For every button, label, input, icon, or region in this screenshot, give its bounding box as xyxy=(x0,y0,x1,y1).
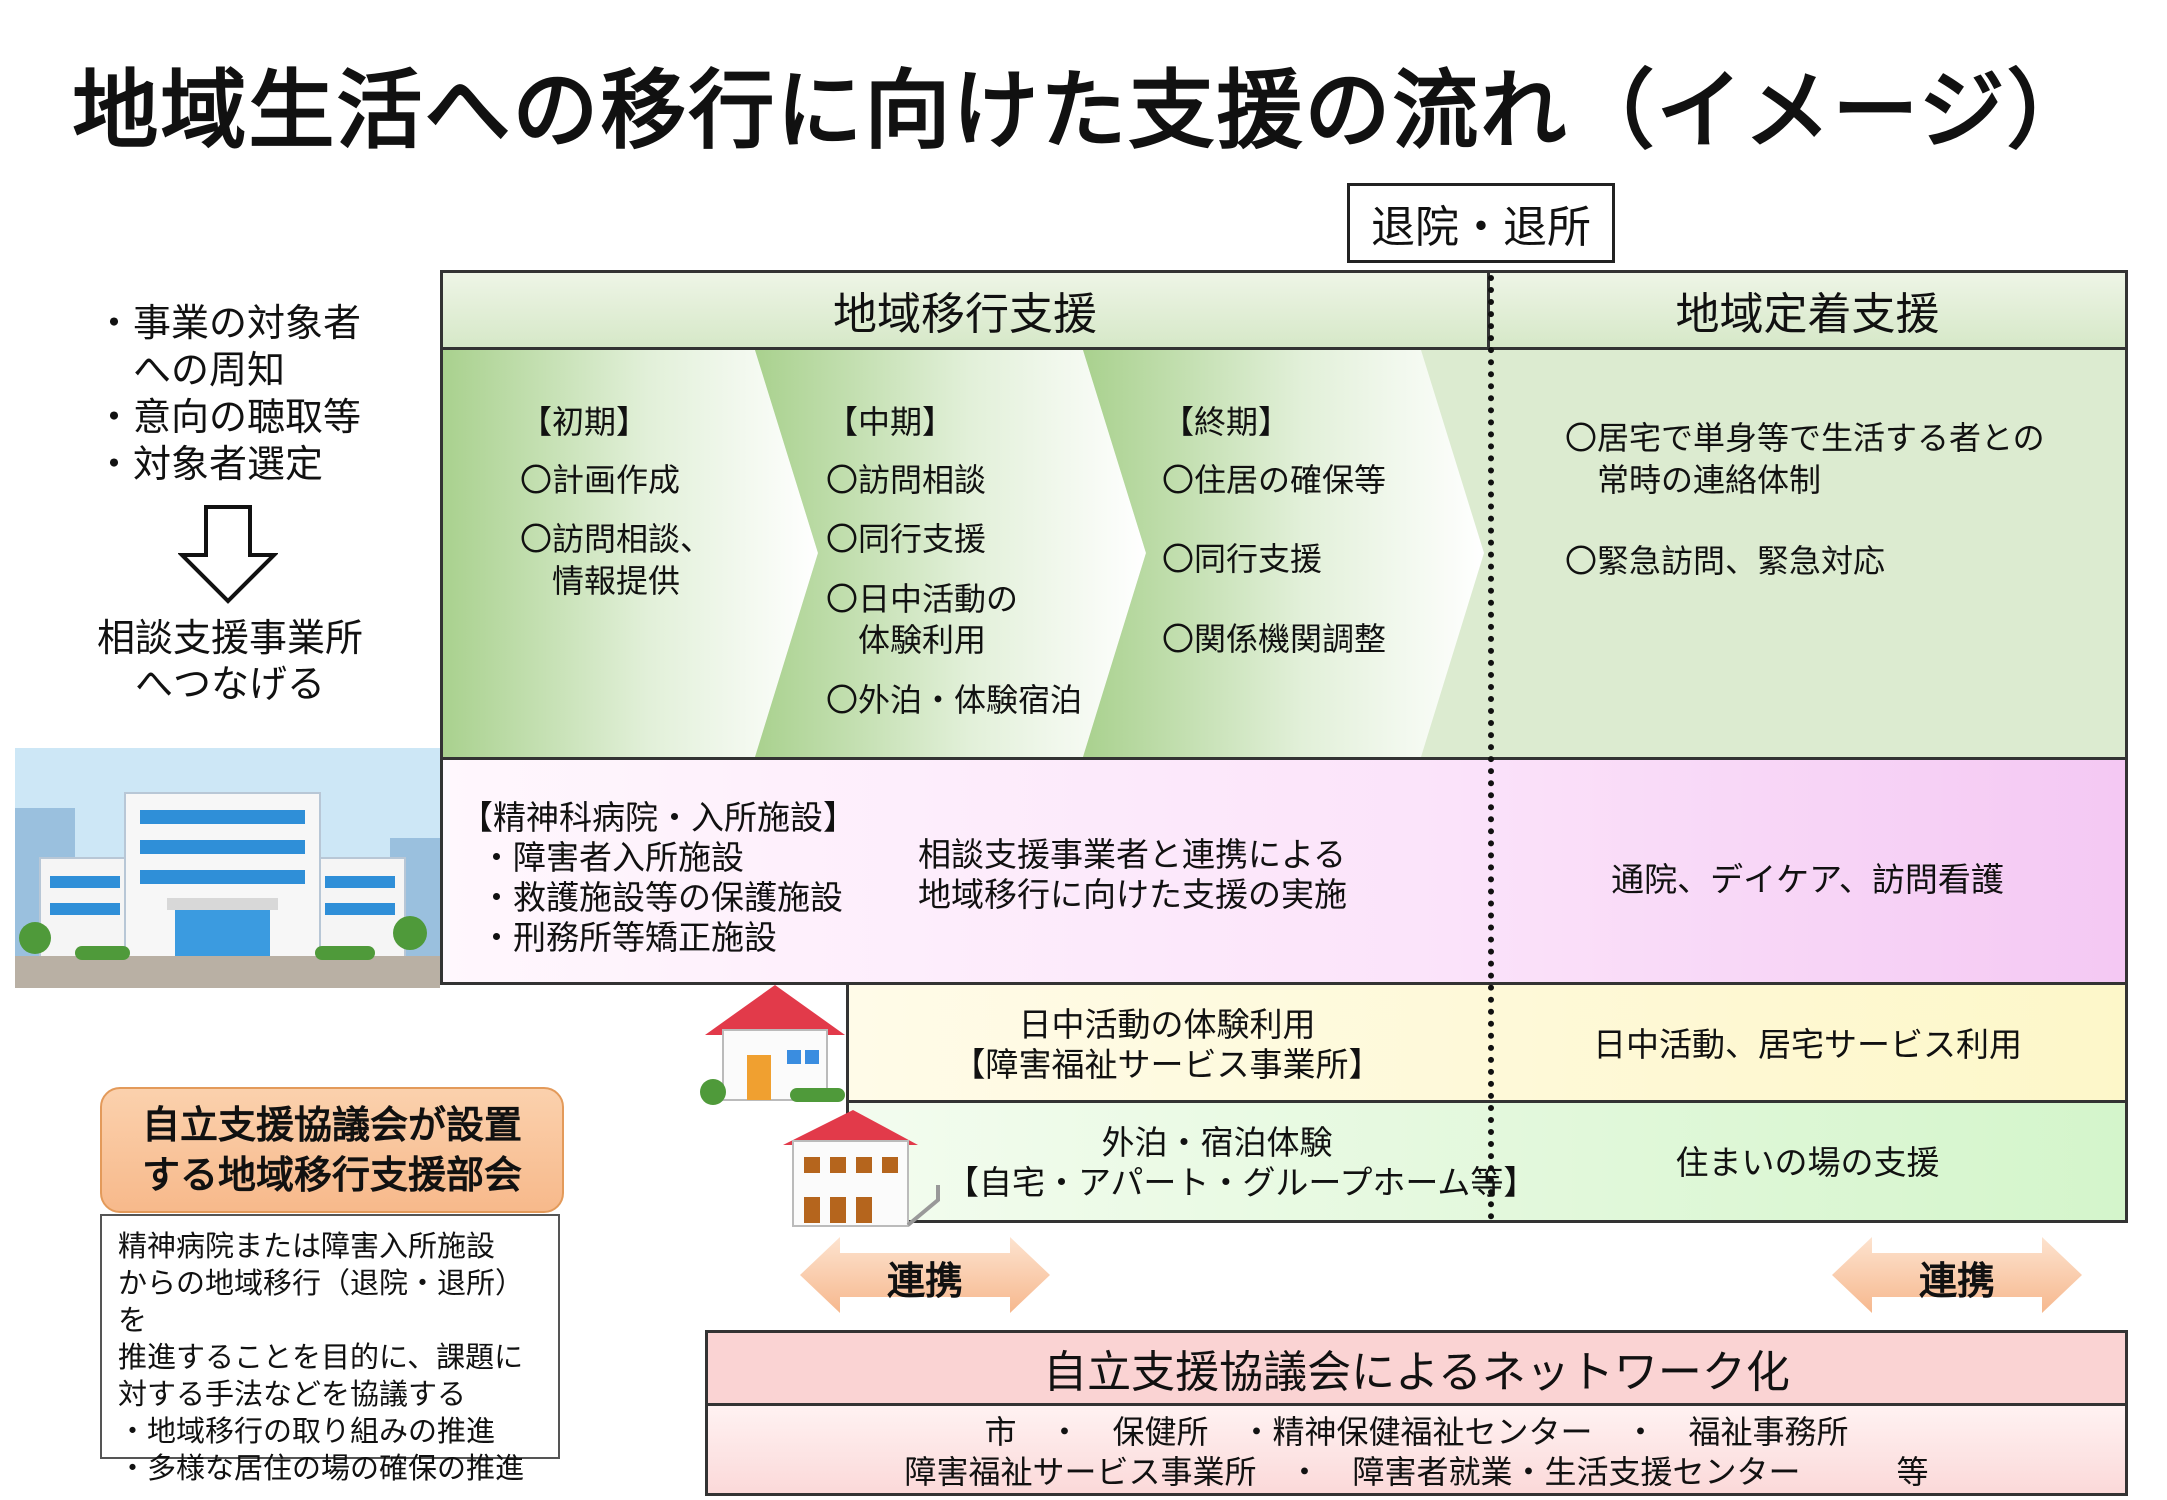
day-activity-text: 日中活動の体験利用 【障害福祉サービス事業所】 xyxy=(952,1005,1382,1084)
description-line: 対する手法などを協議する xyxy=(118,1377,467,1411)
page-title: 地域生活への移行に向けた支援の流れ（イメージ） xyxy=(72,61,2095,161)
description-line: ・多様な居住の場の確保の推進 xyxy=(118,1451,525,1485)
cooperation-label-left: 連携 xyxy=(886,1259,963,1303)
phase-item: 〇外泊・体験宿泊 xyxy=(826,680,1083,719)
network-title: 自立支援協議会によるネットワーク化 xyxy=(705,1330,2128,1406)
subcommittee-description: 精神病院または障害入所施設 からの地域移行（退院・退所）を 推進することを目的に… xyxy=(100,1214,560,1485)
day-activity-row xyxy=(846,985,2128,1103)
settlement-item: 〇居宅で単身等で生活する者との xyxy=(1565,419,2045,457)
settlement-item: 〇緊急訪問、緊急対応 xyxy=(1565,542,1886,581)
facility-item: ・障害者入所施設 xyxy=(480,838,744,877)
apartment-icon xyxy=(783,1110,940,1227)
phase-item: 〇同行支援 xyxy=(826,520,987,559)
phase-item: 〇住居の確保等 xyxy=(1162,460,1387,499)
network-line: 市 ・ 保健所 ・精神保健福祉センター ・ 福祉事務所 xyxy=(984,1413,1849,1451)
description-line: からの地域移行（退院・退所）を xyxy=(118,1266,525,1337)
network-line: 障害福祉サービス事業所 ・ 障害者就業・生活支援センター 等 xyxy=(904,1453,1929,1491)
transition-subcommittee-badge: 自立支援協議会が設置 する地域移行支援部会 xyxy=(100,1087,564,1213)
phase-item: 〇訪問相談 xyxy=(826,460,987,499)
phase-label: 【初期】 xyxy=(520,403,649,441)
settlement-item: 常時の連絡体制 xyxy=(1565,460,1822,499)
cooperation-arrow-left-icon xyxy=(800,1237,1050,1313)
facility-heading: 【精神科病院・入所施設】 xyxy=(460,798,856,837)
discharge-label: 退院・退所 xyxy=(1347,183,1615,263)
transition-support-header: 地域移行支援 xyxy=(440,270,1490,350)
chevron-early xyxy=(443,350,818,757)
day-service-text: 日中活動、居宅サービス利用 xyxy=(1593,1025,2022,1064)
phase-label: 【中期】 xyxy=(826,403,955,441)
description-line: 精神病院または障害入所施設 xyxy=(118,1229,496,1263)
outreach-step: ・事業の対象者 xyxy=(95,301,362,345)
cooperation-arrow-right-icon xyxy=(1832,1237,2082,1313)
phase-item: 〇訪問相談、 xyxy=(520,520,713,559)
housing-support-text: 住まいの場の支援 xyxy=(1675,1143,1940,1182)
phase-item: 情報提供 xyxy=(520,561,681,600)
chevron-middle xyxy=(755,350,1146,757)
settlement-support-header: 地域定着支援 xyxy=(1487,270,2128,350)
facility-list: 【精神科病院・入所施設】 ・障害者入所施設 ・救護施設等の保護施設 ・刑務所等矯… xyxy=(460,798,856,958)
phase-item: 〇日中活動の xyxy=(826,579,1019,618)
description-line: ・地域移行の取り組みの推進 xyxy=(118,1414,496,1448)
house-icon xyxy=(700,985,845,1105)
phase-late: 【終期】 〇住居の確保等 〇同行支援 〇関係機関調整 xyxy=(1162,402,1386,660)
hospital-icon xyxy=(15,748,440,988)
discharge-divider xyxy=(1488,275,1494,1220)
outreach-step: ・対象者選定 xyxy=(95,442,324,486)
hospital-row xyxy=(440,760,2128,985)
cooperation-support-text: 相談支援事業者と連携による 地域移行に向けた支援の実施 xyxy=(918,835,1347,914)
outreach-step: への周知 xyxy=(95,348,286,392)
cooperation-label-right: 連携 xyxy=(1918,1259,1995,1303)
phase-item: 体験利用 xyxy=(826,621,987,660)
outpatient-text: 通院、デイケア、訪問看護 xyxy=(1611,860,2004,899)
phase-chevrons xyxy=(443,350,1484,757)
phase-item: 〇計画作成 xyxy=(520,460,681,499)
outreach-step: ・意向の聴取等 xyxy=(95,395,362,439)
facility-item: ・救護施設等の保護施設 xyxy=(480,878,843,917)
network-members: 市 ・ 保健所 ・精神保健福祉センター ・ 福祉事務所 障害福祉サービス事業所 … xyxy=(705,1406,2128,1496)
description-line: 推進することを目的に、課題に xyxy=(118,1340,524,1374)
down-arrow-icon xyxy=(178,505,278,604)
phase-item: 〇関係機関調整 xyxy=(1162,619,1387,658)
overnight-text: 外泊・宿泊体験 【自宅・アパート・グループホーム等】 xyxy=(946,1123,1537,1202)
phase-middle: 【中期】 〇訪問相談 〇同行支援 〇日中活動の 体験利用 〇外泊・体験宿泊 xyxy=(826,402,1082,722)
chevron-late xyxy=(1083,350,1484,757)
phase-early: 【初期】 〇計画作成 〇訪問相談、 情報提供 xyxy=(520,402,712,602)
phase-label: 【終期】 xyxy=(1162,403,1291,441)
phase-item: 〇同行支援 xyxy=(1162,540,1323,579)
overnight-row xyxy=(846,1103,2128,1223)
settlement-items: 〇居宅で単身等で生活する者との 常時の連絡体制 〇緊急訪問、緊急対応 xyxy=(1565,418,2045,583)
facility-item: ・刑務所等矯正施設 xyxy=(480,918,777,957)
consultation-office-text: 相談支援事業所 へつなげる xyxy=(96,616,363,706)
outreach-steps: ・事業の対象者 への周知 ・意向の聴取等 ・対象者選定 xyxy=(95,300,361,488)
